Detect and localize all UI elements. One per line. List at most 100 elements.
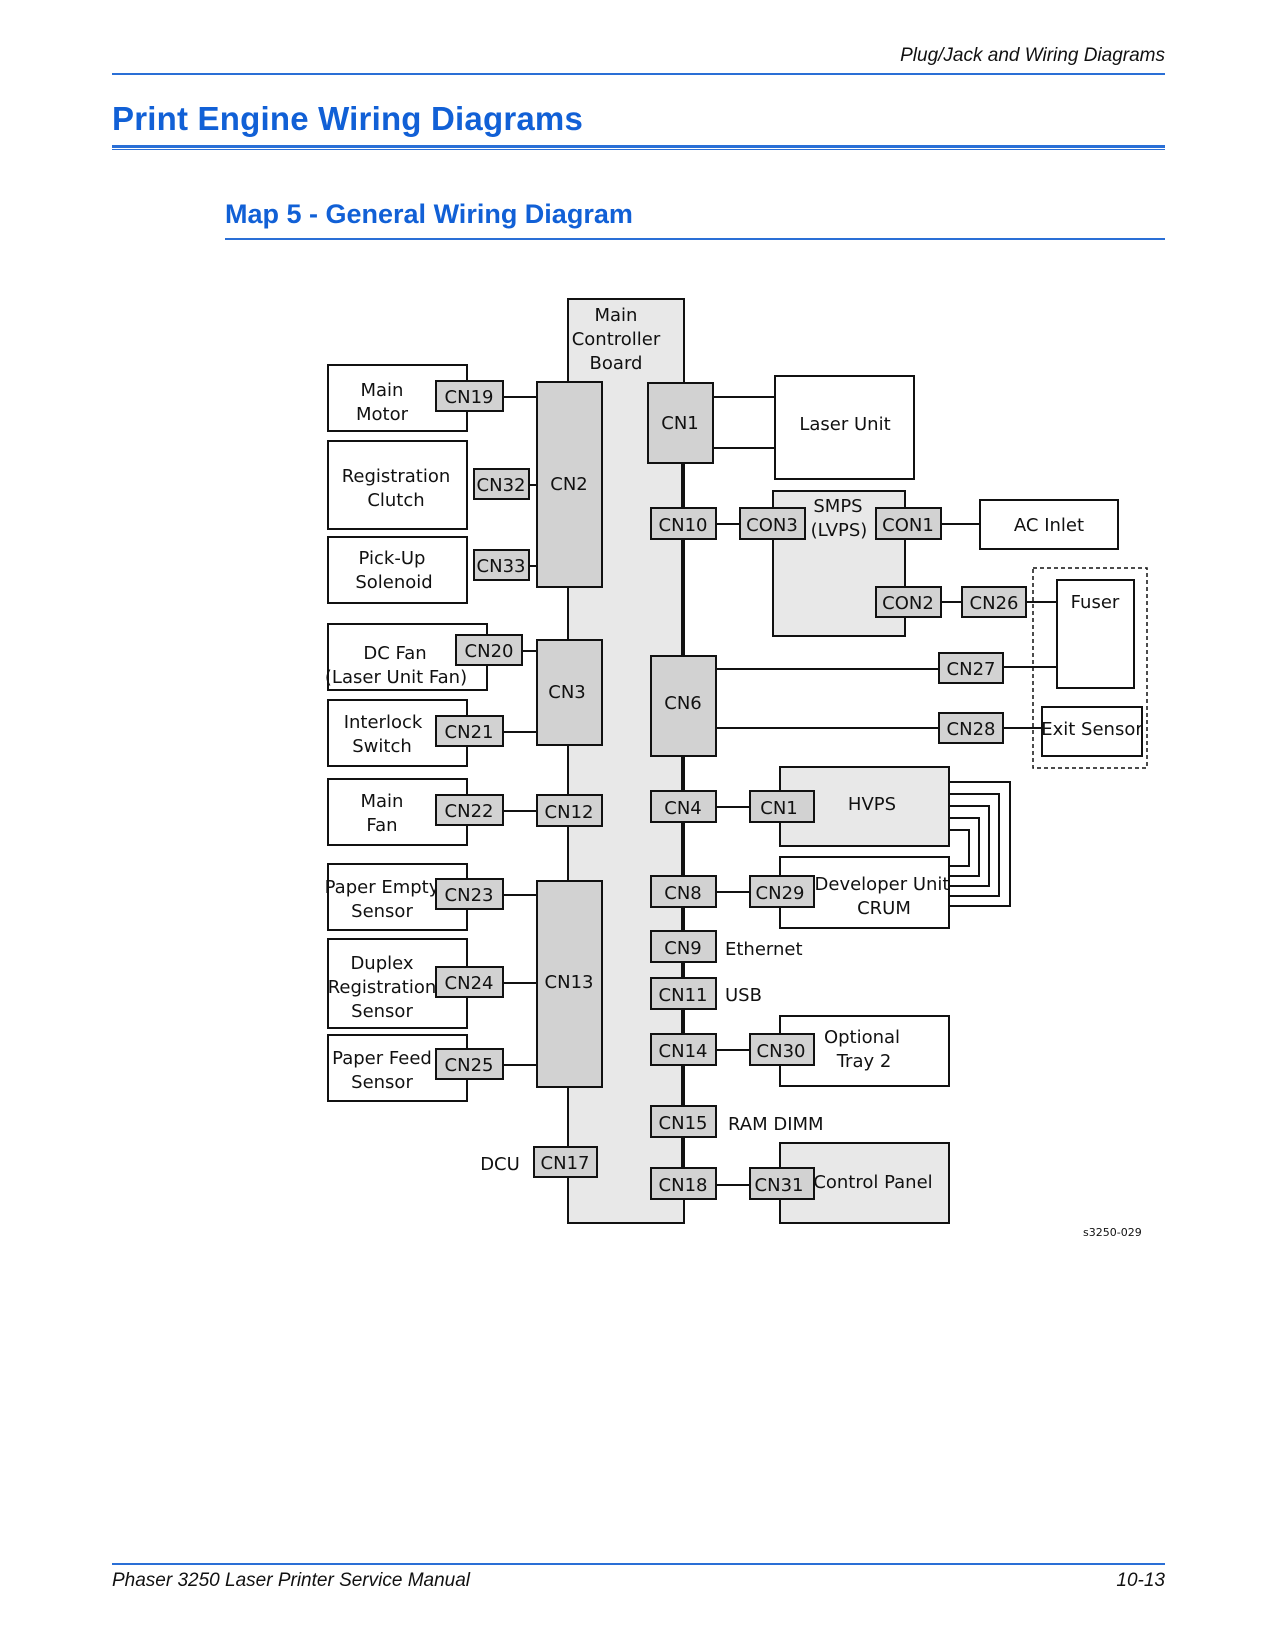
- developer-label-2: CRUM: [857, 898, 911, 919]
- con1-label: CON1: [882, 515, 934, 536]
- connector-cn3: [536, 639, 603, 746]
- cn14-label: CN14: [659, 1041, 708, 1062]
- connector-cn20: [455, 634, 523, 666]
- cn18-label: CN18: [659, 1175, 708, 1196]
- cn8-label: CN8: [664, 883, 702, 904]
- control-panel-label: Control Panel: [813, 1172, 932, 1193]
- con3-label: CON3: [746, 515, 798, 536]
- reg-clutch-label-1: Registration: [342, 466, 451, 487]
- connector-con3: [739, 507, 806, 540]
- connector-cn12: [536, 794, 603, 827]
- cn6-label: CN6: [664, 693, 702, 714]
- connector-cn23: [435, 878, 504, 910]
- wire-hvps-dev-2: [949, 793, 1000, 897]
- developer-unit-box: [779, 856, 950, 929]
- connector-cn27: [938, 652, 1004, 684]
- paper-empty-label-2: Sensor: [351, 901, 413, 922]
- duplex-label-1: Duplex: [350, 953, 413, 974]
- page-heading: Print Engine Wiring Diagrams: [112, 100, 584, 137]
- cn23-label: CN23: [445, 885, 494, 906]
- usb-label: USB: [725, 985, 762, 1006]
- figure-id: s3250-029: [1083, 1226, 1142, 1239]
- cn31-label: CN31: [755, 1175, 804, 1196]
- cn11-label: CN11: [659, 985, 708, 1006]
- paper-empty-label-1: Paper Empty: [325, 877, 440, 898]
- hvps-cn1-label: CN1: [760, 798, 798, 819]
- pickup-label-2: Solenoid: [355, 572, 432, 593]
- cn25-label: CN25: [445, 1055, 494, 1076]
- connector-cn19: [435, 380, 504, 412]
- connector-cn1: [647, 382, 714, 464]
- dc-fan-label-2: (Laser Unit Fan): [325, 667, 467, 688]
- connector-cn24: [435, 966, 504, 998]
- cn15-label: CN15: [659, 1113, 708, 1134]
- main-fan-label-1: Main: [361, 791, 404, 812]
- cn13-label: CN13: [545, 972, 594, 993]
- connector-cn6: [650, 655, 717, 757]
- duplex-label-3: Sensor: [351, 1001, 413, 1022]
- connector-cn28: [938, 712, 1004, 744]
- cn33-label: CN33: [477, 556, 526, 577]
- connector-cn30: [749, 1033, 815, 1066]
- pickup-label-1: Pick-Up: [359, 548, 426, 569]
- connector-cn22: [435, 794, 504, 826]
- paper-feed-label-2: Sensor: [351, 1072, 413, 1093]
- cn12-label: CN12: [545, 802, 594, 823]
- cn27-label: CN27: [947, 659, 996, 680]
- cn20-label: CN20: [465, 641, 514, 662]
- main-board-label-3: Board: [590, 353, 643, 374]
- connector-cn11: [650, 977, 717, 1010]
- cn28-label: CN28: [947, 719, 996, 740]
- connector-cn15: [650, 1105, 717, 1138]
- cn32-label: CN32: [477, 475, 526, 496]
- smps-label-2: (LVPS): [811, 520, 868, 541]
- dc-fan-label-1: DC Fan: [363, 643, 426, 664]
- ram-dimm-label: RAM DIMM: [728, 1114, 824, 1135]
- cn21-label: CN21: [445, 722, 494, 743]
- cn2-label: CN2: [550, 474, 588, 495]
- main-motor-label-2: Motor: [356, 404, 409, 425]
- reg-clutch-label-2: Clutch: [367, 490, 424, 511]
- footer-page-number: 10-13: [1116, 1570, 1165, 1591]
- connector-cn8: [650, 875, 717, 908]
- wire-hvps-dev-4: [949, 817, 980, 877]
- cn3-label: CN3: [548, 682, 586, 703]
- registration-clutch-box: [327, 440, 468, 530]
- pickup-solenoid-box: [327, 536, 468, 604]
- optional-tray-label-2: Tray 2: [836, 1051, 892, 1072]
- ac-inlet-label: AC Inlet: [1014, 515, 1084, 536]
- wire-hvps-dev-3: [949, 805, 990, 887]
- fuser-box: [1056, 579, 1135, 689]
- cn24-label: CN24: [445, 973, 494, 994]
- fuser-assembly-outline: [1032, 567, 1148, 769]
- cn22-label: CN22: [445, 801, 494, 822]
- cn30-label: CN30: [757, 1041, 806, 1062]
- header-rule: [112, 73, 1165, 75]
- connector-cn21: [435, 715, 504, 747]
- wire-hvps-dev-1: [949, 781, 1011, 907]
- cn4-label: CN4: [664, 798, 702, 819]
- footer-rule: [112, 1563, 1165, 1565]
- fuser-label: Fuser: [1071, 592, 1120, 613]
- connector-cn26: [961, 586, 1027, 618]
- connector-cn33: [473, 549, 530, 581]
- connector-cn10: [650, 507, 717, 540]
- ac-inlet-box: [979, 499, 1119, 550]
- connector-cn14: [650, 1033, 717, 1066]
- footer-manual-title: Phaser 3250 Laser Printer Service Manual: [112, 1570, 471, 1591]
- cn26-label: CN26: [970, 593, 1019, 614]
- connector-hvps-cn1: [749, 790, 815, 823]
- exit-sensor-label: Exit Sensor: [1041, 719, 1143, 740]
- laser-unit-label: Laser Unit: [799, 414, 890, 435]
- exit-sensor-box: [1041, 706, 1143, 757]
- smps-label-1: SMPS: [813, 496, 862, 517]
- connector-con1: [875, 507, 942, 540]
- cn19-label: CN19: [445, 387, 494, 408]
- main-board-label-2: Controller: [572, 329, 661, 350]
- main-motor-label-1: Main: [361, 380, 404, 401]
- main-board-label-1: Main: [595, 305, 638, 326]
- heading-rule: [112, 145, 1165, 150]
- interlock-label-2: Switch: [352, 736, 412, 757]
- laser-unit-box: [774, 375, 915, 480]
